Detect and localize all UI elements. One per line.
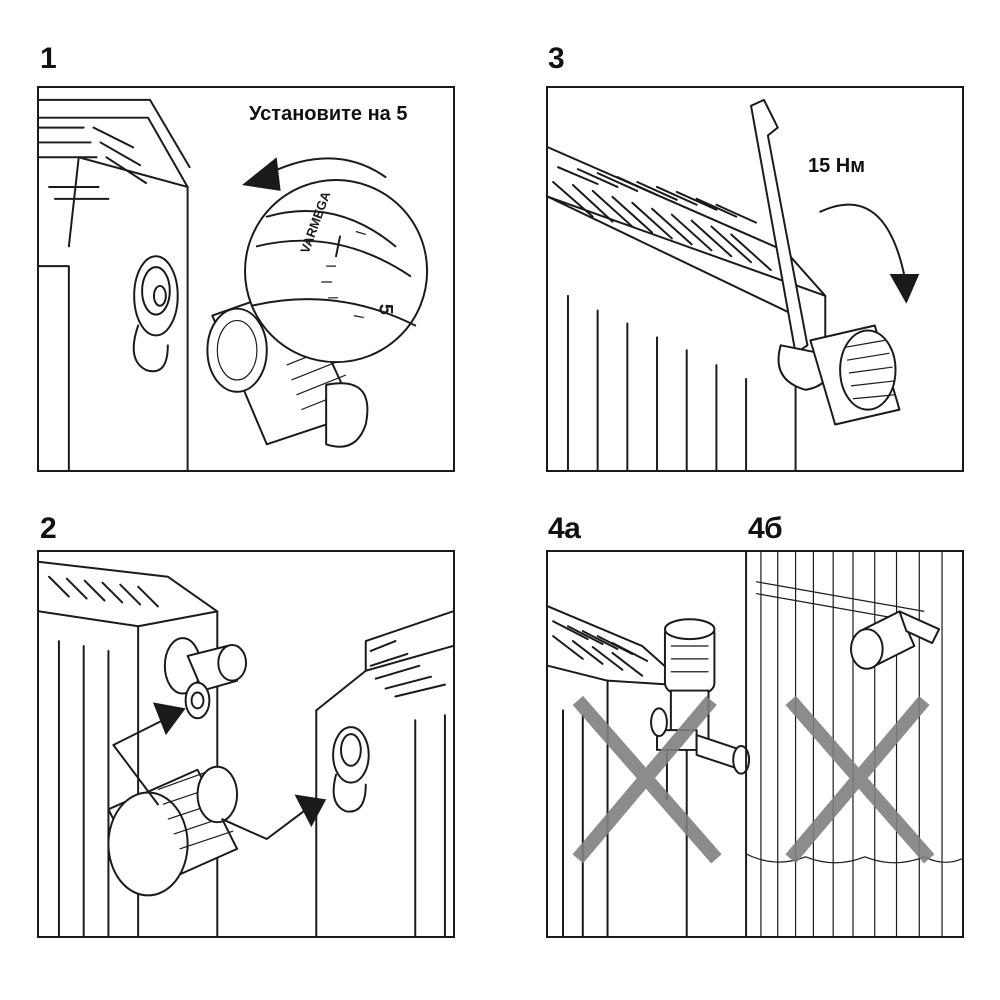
step-4b-label: 4б xyxy=(748,512,783,545)
valve-connection xyxy=(132,255,179,373)
radiator-fins xyxy=(566,294,748,470)
step-2-label: 2 xyxy=(40,512,57,545)
curtain-4b xyxy=(745,552,962,936)
cross-mark-4b-icon xyxy=(785,695,935,864)
radiator-grille xyxy=(39,126,148,200)
panel-step-3: 15 Нм xyxy=(546,86,964,472)
panel-step-2 xyxy=(37,550,455,938)
dial-mark-5: 5 xyxy=(375,304,397,315)
rotate-arrow-icon xyxy=(242,157,387,191)
radiator-grille xyxy=(552,166,772,272)
panel-step-4 xyxy=(546,550,964,938)
radiator-grille xyxy=(48,575,159,608)
panel-1-illustration: VARMEGA 5 xyxy=(39,98,429,470)
thermostat-vertical-4a xyxy=(650,618,751,801)
valve-connection xyxy=(332,726,370,813)
thermostat-horizontal-4b xyxy=(850,610,941,670)
step-3-label: 3 xyxy=(548,42,565,75)
dial-magnifier: VARMEGA 5 xyxy=(244,179,429,364)
install-arrows-icon xyxy=(112,702,327,840)
step-3-caption: 15 Нм xyxy=(808,155,866,177)
radiator-4a xyxy=(548,605,688,936)
radiator-grille xyxy=(369,640,446,698)
torque-arrow-icon xyxy=(819,203,920,304)
panel-2-illustration xyxy=(39,560,453,936)
cross-mark-4a-icon xyxy=(572,695,722,864)
panel-3-illustration xyxy=(548,98,920,470)
valve-body xyxy=(163,637,247,720)
panel-4-illustration xyxy=(548,552,962,936)
step-1-label: 1 xyxy=(40,42,57,75)
step-4a-label: 4а xyxy=(548,512,581,545)
step-1-caption: Установите на 5 xyxy=(249,103,408,125)
radiator-fins xyxy=(57,640,110,936)
thermostat-head xyxy=(107,765,239,897)
thermostat-head xyxy=(809,324,901,426)
panel-step-1: VARMEGA 5 Установите на 5 xyxy=(37,86,455,472)
